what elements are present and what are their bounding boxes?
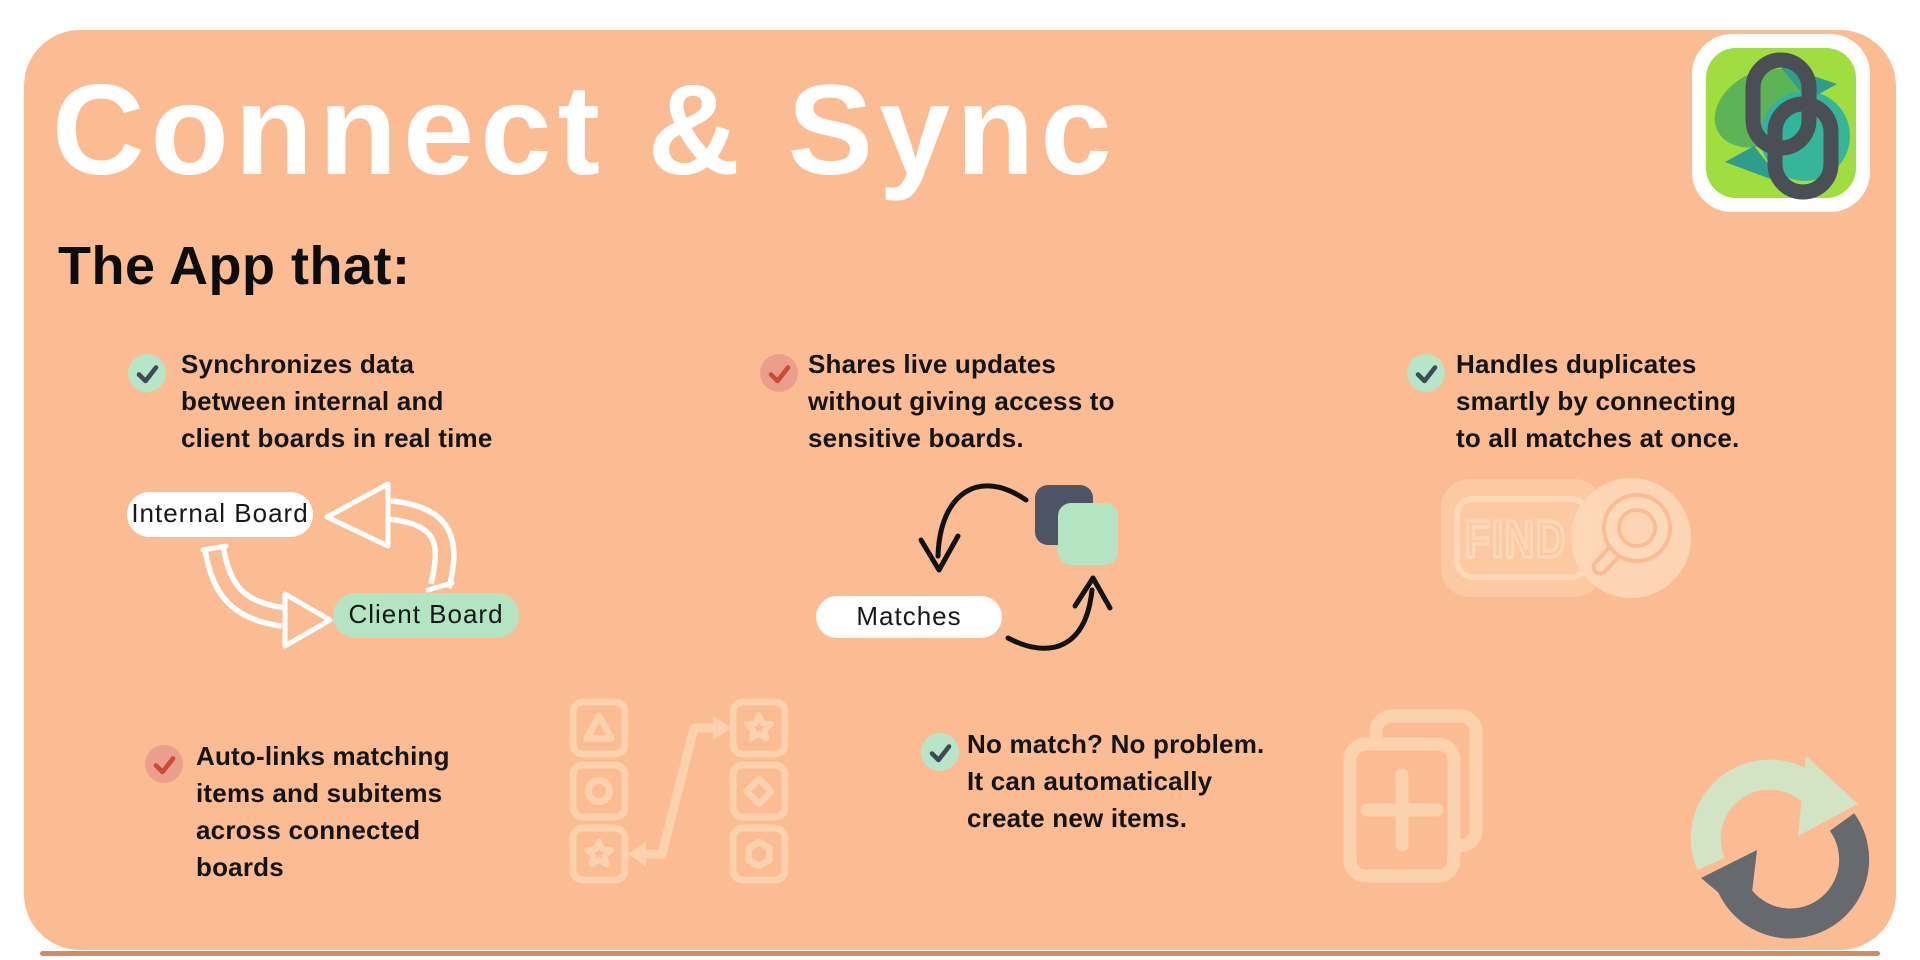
magnifier-icon	[1591, 493, 1672, 576]
sync-arrow-gray	[1701, 813, 1870, 939]
item-square-diamond	[729, 761, 789, 821]
boards-cycle-diagram: Internal Board Client Board	[127, 481, 519, 649]
green-check-icon	[921, 733, 959, 771]
feature-text: Auto-links matching items and subitems a…	[196, 741, 450, 882]
feature-text: Handles duplicates smartly by connecting…	[1456, 349, 1740, 453]
item-square-triangle	[569, 698, 629, 758]
internal-board-pill: Internal Board	[127, 492, 313, 537]
client-board-pill: Client Board	[333, 593, 519, 638]
match-connector-line	[640, 723, 719, 859]
create-items-ghost-icon	[1343, 709, 1483, 883]
logo-chain-links-icon	[1745, 52, 1839, 200]
page-subtitle: The App that:	[58, 236, 411, 296]
hand-arrow-up-icon	[1005, 575, 1113, 651]
star-icon	[743, 712, 775, 742]
red-check-icon	[145, 745, 183, 783]
sync-arrows-icon	[1690, 756, 1870, 939]
find-ghost-icon: FIND	[1441, 478, 1691, 598]
matches-diagram: Matches	[816, 483, 1118, 651]
plus-icon	[1360, 768, 1444, 852]
green-check-icon	[128, 354, 166, 392]
internal-board-label: Internal Board	[131, 498, 308, 528]
item-square-star	[569, 824, 629, 884]
curved-arrow-down-icon	[200, 543, 333, 649]
feature-text: Synchronizes data between internal and c…	[181, 349, 493, 453]
connector-arrowhead-right	[713, 716, 731, 740]
find-label: FIND	[1465, 511, 1567, 569]
card-bottom-shadow	[40, 951, 1880, 956]
feature-text: No match? No problem. It can automatical…	[967, 729, 1265, 833]
curved-arrow-up-icon	[324, 481, 457, 593]
hand-arrow-down-icon	[918, 483, 1029, 573]
star-icon	[583, 838, 615, 868]
green-check-icon	[1407, 354, 1445, 392]
item-square-star2	[729, 698, 789, 758]
item-matching-diagram	[569, 698, 789, 884]
hexagon-icon	[745, 838, 773, 870]
circle-icon	[585, 777, 613, 805]
diamond-icon	[743, 775, 775, 808]
red-check-icon	[760, 354, 798, 392]
feature-text: Shares live updates without giving acces…	[808, 349, 1115, 453]
client-board-label: Client Board	[348, 599, 503, 629]
connector-arrowhead-left	[628, 842, 646, 866]
matches-pill: Matches	[816, 596, 1002, 638]
page-title: Connect & Sync	[52, 59, 1118, 202]
green-board-square	[1058, 503, 1118, 565]
matches-label: Matches	[856, 601, 961, 631]
sync-arrow-green	[1690, 756, 1858, 870]
app-logo	[1692, 34, 1870, 212]
item-square-hexagon	[729, 824, 789, 884]
triangle-icon	[583, 712, 615, 742]
item-square-circle	[569, 761, 629, 821]
